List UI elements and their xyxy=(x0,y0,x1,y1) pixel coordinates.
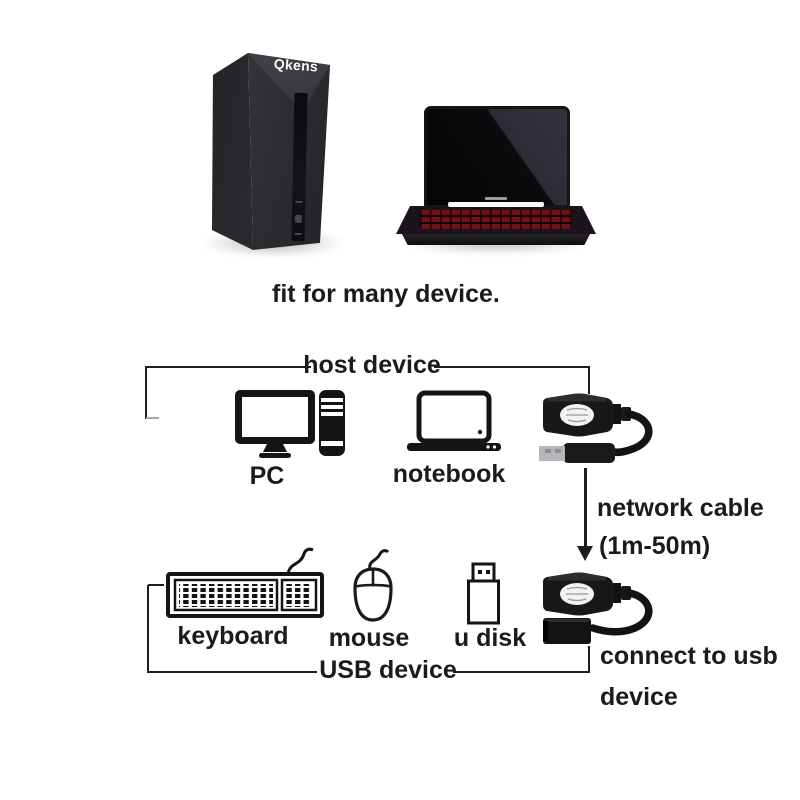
connect-note-line2: device xyxy=(600,683,678,711)
laptop-red-backlit-keys xyxy=(420,210,572,229)
udisk-label: u disk xyxy=(453,624,527,652)
brand-watermark: Qkens xyxy=(273,55,319,75)
tower-port-mark xyxy=(295,200,303,204)
usb-bracket-left-stub xyxy=(148,584,164,586)
keyboard-cord xyxy=(286,547,314,575)
short-cable xyxy=(609,410,653,457)
keyboard-icon xyxy=(166,547,324,618)
keyboard-label: keyboard xyxy=(177,622,289,650)
usb-flash-drive-icon xyxy=(467,562,500,625)
tower-power-button xyxy=(294,214,302,224)
laptop-hinge-strip xyxy=(448,202,544,207)
oval-label-text-squiggle xyxy=(566,407,588,423)
usb-female-socket xyxy=(543,618,591,644)
laptop-keyboard-deck xyxy=(396,206,596,234)
fit-caption: fit for many device. xyxy=(272,280,500,308)
gaming-laptop-photo xyxy=(396,98,596,254)
tower-port-mark xyxy=(294,232,302,236)
rj45-extender-sender xyxy=(539,393,653,463)
mouse-icon xyxy=(353,549,393,622)
host-bracket-left-stub xyxy=(146,417,159,419)
usb-male-metal-tip xyxy=(539,446,565,461)
usb-bracket-line-right xyxy=(453,671,590,673)
network-cable-arrow-head xyxy=(577,546,593,561)
usb-bracket-line-left xyxy=(147,671,317,673)
oval-label-text-squiggle xyxy=(566,586,588,602)
pc-label: PC xyxy=(249,462,285,490)
laptop-base xyxy=(401,234,591,245)
usb-bracket-left-rise xyxy=(147,585,149,673)
short-cable xyxy=(589,589,653,636)
usb-male-plug-body xyxy=(563,443,615,463)
network-cable-arrow-shaft xyxy=(584,468,587,546)
connect-note-line1: connect to usb xyxy=(600,642,778,670)
laptop-screen xyxy=(424,106,570,208)
notebook-label: notebook xyxy=(392,460,506,488)
mouse-cord xyxy=(368,549,390,571)
laptop-logo-mark xyxy=(485,197,507,200)
tower-side-panel xyxy=(211,53,254,250)
host-to-extender-line xyxy=(588,366,590,394)
host-device-label: host device xyxy=(303,351,441,379)
desktop-pc-icon xyxy=(235,390,345,458)
pc-tower-photo: Qkens xyxy=(198,50,348,258)
mouse-label: mouse xyxy=(328,624,410,652)
host-bracket-line-left xyxy=(145,366,311,368)
network-cable-range-label: (1m-50m) xyxy=(599,532,711,560)
notebook-icon xyxy=(407,390,501,451)
network-cable-label: network cable xyxy=(597,494,764,522)
usb-device-label: USB device xyxy=(319,656,457,684)
host-bracket-line-right xyxy=(434,366,590,368)
receiver-to-usb-line xyxy=(588,646,590,673)
rj45-extender-receiver xyxy=(543,572,653,644)
host-bracket-left-drop xyxy=(145,366,147,419)
